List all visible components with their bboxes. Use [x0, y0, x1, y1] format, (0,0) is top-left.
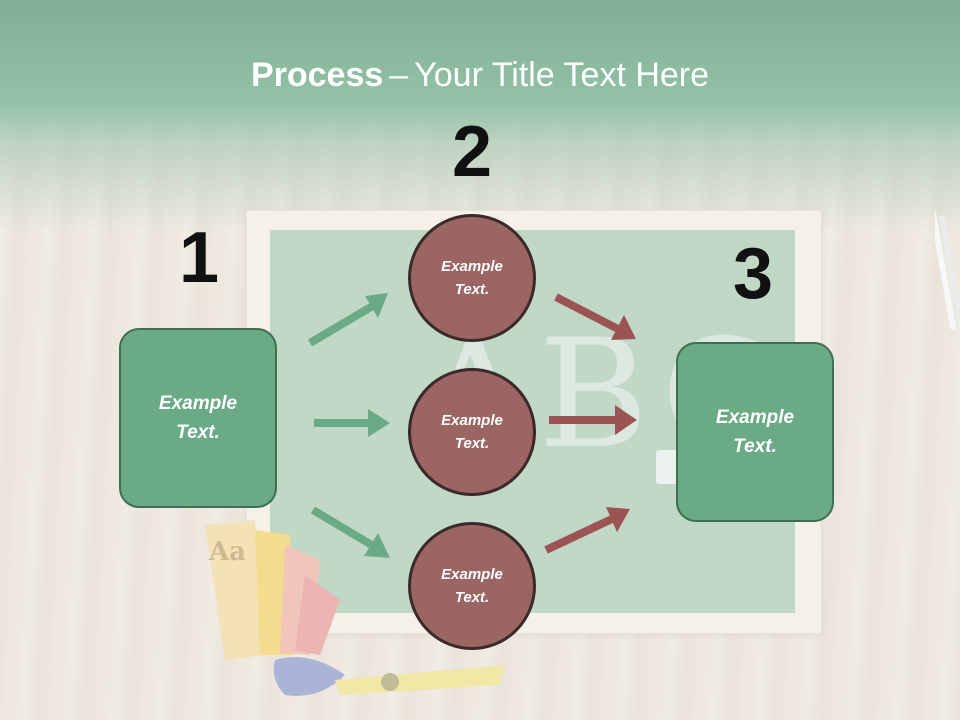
- background-pencils: [935, 210, 960, 335]
- step-number-3: 3: [732, 234, 774, 314]
- title-separator: –: [389, 56, 409, 94]
- circle-bottom: Example Text.: [408, 522, 536, 650]
- green-arrow-middle: [314, 409, 390, 437]
- svg-text:Aa: Aa: [208, 537, 246, 567]
- input-box: Example Text.: [119, 328, 277, 508]
- step-number-1: 1: [178, 218, 220, 298]
- background-scissors: [273, 657, 505, 696]
- red-arrow-middle: [549, 405, 637, 435]
- step-number-2: 2: [451, 112, 493, 192]
- input-box-label: Example Text.: [158, 393, 238, 443]
- circle-bottom-label: Example Text.: [441, 566, 503, 606]
- green-arrow-up: [307, 293, 388, 347]
- red-arrow-up: [544, 507, 630, 554]
- circle-top-label: Example Text.: [441, 258, 503, 298]
- output-box-label: Example Text.: [715, 407, 795, 457]
- output-box: Example Text.: [676, 342, 834, 522]
- title-bold: Process: [250, 56, 384, 94]
- circle-middle: Example Text.: [408, 368, 536, 496]
- red-arrow-down: [554, 293, 636, 340]
- circle-top: Example Text.: [408, 214, 536, 342]
- header-band: [0, 0, 960, 230]
- green-arrow-down: [310, 506, 390, 558]
- title-rest: Your Title Text Here: [414, 56, 710, 94]
- background-letter-cards: Aa: [205, 520, 340, 660]
- slide-title: Process–Your Title Text Here: [0, 54, 960, 96]
- circle-middle-label: Example Text.: [441, 412, 503, 452]
